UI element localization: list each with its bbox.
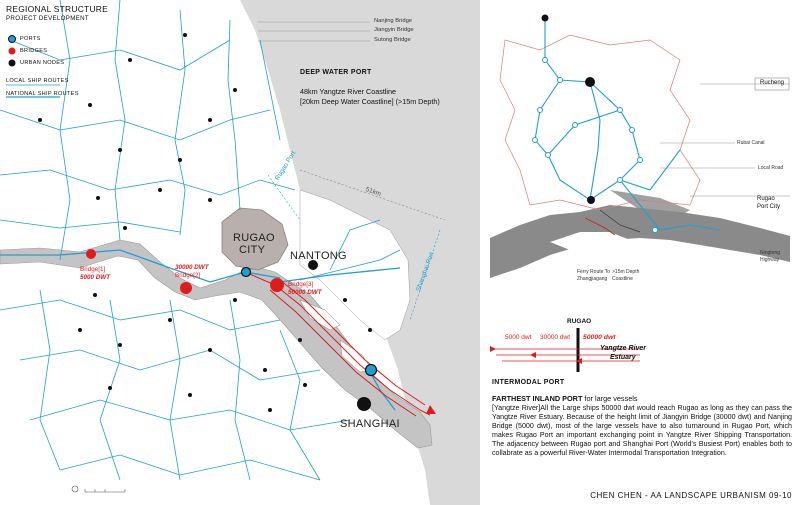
dwt-rugao-label: RUGAO (567, 318, 592, 325)
rugao-port-city-label-2: Port City (757, 204, 781, 210)
bridge3-dwt: 50000 DWT (288, 289, 322, 296)
deep-water-line1: 48km Yangtze River Coastline (300, 87, 397, 96)
rugao-city-label-2: CITY (239, 244, 266, 256)
legend-bridges-label: BRIDGES (20, 48, 48, 54)
estuary-label-2: Estuary (610, 354, 636, 361)
rugao-port (240, 266, 252, 278)
dwt-5000-label: 5000 dwt (505, 334, 532, 341)
shanghai-node (357, 397, 371, 411)
bridge2-dwt: 30000 DWT (175, 264, 209, 271)
dwt-diagram (490, 328, 640, 372)
shanghai-port (364, 363, 378, 377)
rucheng-label: Rucheng (760, 80, 785, 86)
bridge2-label: Bridge[2] (175, 272, 201, 279)
legend-ports-label: PORTS (20, 36, 41, 42)
legend-urban-nodes-label: URBAN NODES (20, 60, 65, 66)
jiangyin-bridge-label: Jiangyin Bridge (374, 27, 414, 33)
legend-subtitle: PROJECT DEVELOPMENT (6, 15, 89, 22)
dwt-30000-label: 30000 dwt (540, 334, 570, 341)
rugao-port-line (267, 174, 301, 221)
bridge3-label: Bridge[3] (288, 281, 314, 288)
local-ship-routes (0, 0, 401, 481)
large-vessel-route (244, 271, 431, 417)
intermodal-heading: INTERMODAL PORT (492, 379, 565, 386)
estuary-label-1: Yangtze River (600, 345, 647, 352)
urban-node-dot-icon (8, 59, 16, 67)
shanghai-label: SHANGHAI (340, 418, 400, 430)
nantong-label: NANTONG (290, 250, 347, 262)
scale-bar (71, 485, 126, 493)
bridges (86, 249, 284, 294)
ferry-route-label-2: Zhangjiagang (577, 276, 608, 282)
bridge1-dwt: 5000 DWT (80, 274, 111, 281)
inset-map (490, 10, 790, 292)
ningtong-label-1: Ningtong (760, 250, 781, 256)
ferry-route-label-1: Ferry Route To (577, 269, 610, 275)
rugao-city-area (221, 207, 289, 271)
rugao-city-label-1: RUGAO (233, 232, 275, 244)
legend-title: REGIONAL STRUCTURE (6, 4, 108, 14)
legend-national-routes-label: NATIONAL SHIP ROUTES (6, 91, 79, 97)
rubai-canal-label: Rubai Canal (737, 140, 765, 146)
nanjing-bridge-label: Nanjing Bridge (374, 18, 413, 24)
depth-coastline-label-1: >15m Depth (612, 269, 640, 275)
port-dot-icon (8, 35, 16, 43)
bridge1-label: Bridge[1] (80, 266, 106, 273)
bridge-dot-icon (8, 47, 16, 55)
distance-line (299, 169, 446, 221)
legend-local-routes-label: LOCAL SHIP ROUTES (6, 78, 69, 84)
deep-water-line2: [20km Deep Water Coastline] (>15m Depth) (300, 97, 440, 106)
farthest-inland-port-bold: FARTHEST INLAND PORT (492, 394, 583, 403)
urban-nodes (38, 33, 372, 412)
intermodal-paragraph: [Yangtze River]All the Large ships 50000… (492, 404, 792, 458)
route-arrow-icon (426, 405, 436, 414)
footer-credit: CHEN CHEN - AA LANDSCAPE URBANISM 09-10 (590, 491, 792, 500)
rugao-port-city-label-1: Rugao (757, 196, 775, 202)
nantong-node (308, 260, 318, 270)
local-road-label: Local Road (758, 165, 784, 171)
ningtong-label-2: Highway (760, 257, 780, 263)
deep-water-heading: DEEP WATER PORT (300, 69, 372, 76)
nantong-land (299, 189, 411, 341)
depth-coastline-label-2: Coastline (612, 276, 633, 282)
dwt-50000-label: 50000 dwt (583, 334, 616, 341)
sutong-bridge-label: Sutong Bridge (374, 37, 411, 43)
farthest-inland-port-rest: for large vessels (582, 394, 638, 403)
intermodal-subheading: FARTHEST INLAND PORT for large vessels (492, 394, 638, 403)
bridge-leader-lines (258, 21, 370, 42)
